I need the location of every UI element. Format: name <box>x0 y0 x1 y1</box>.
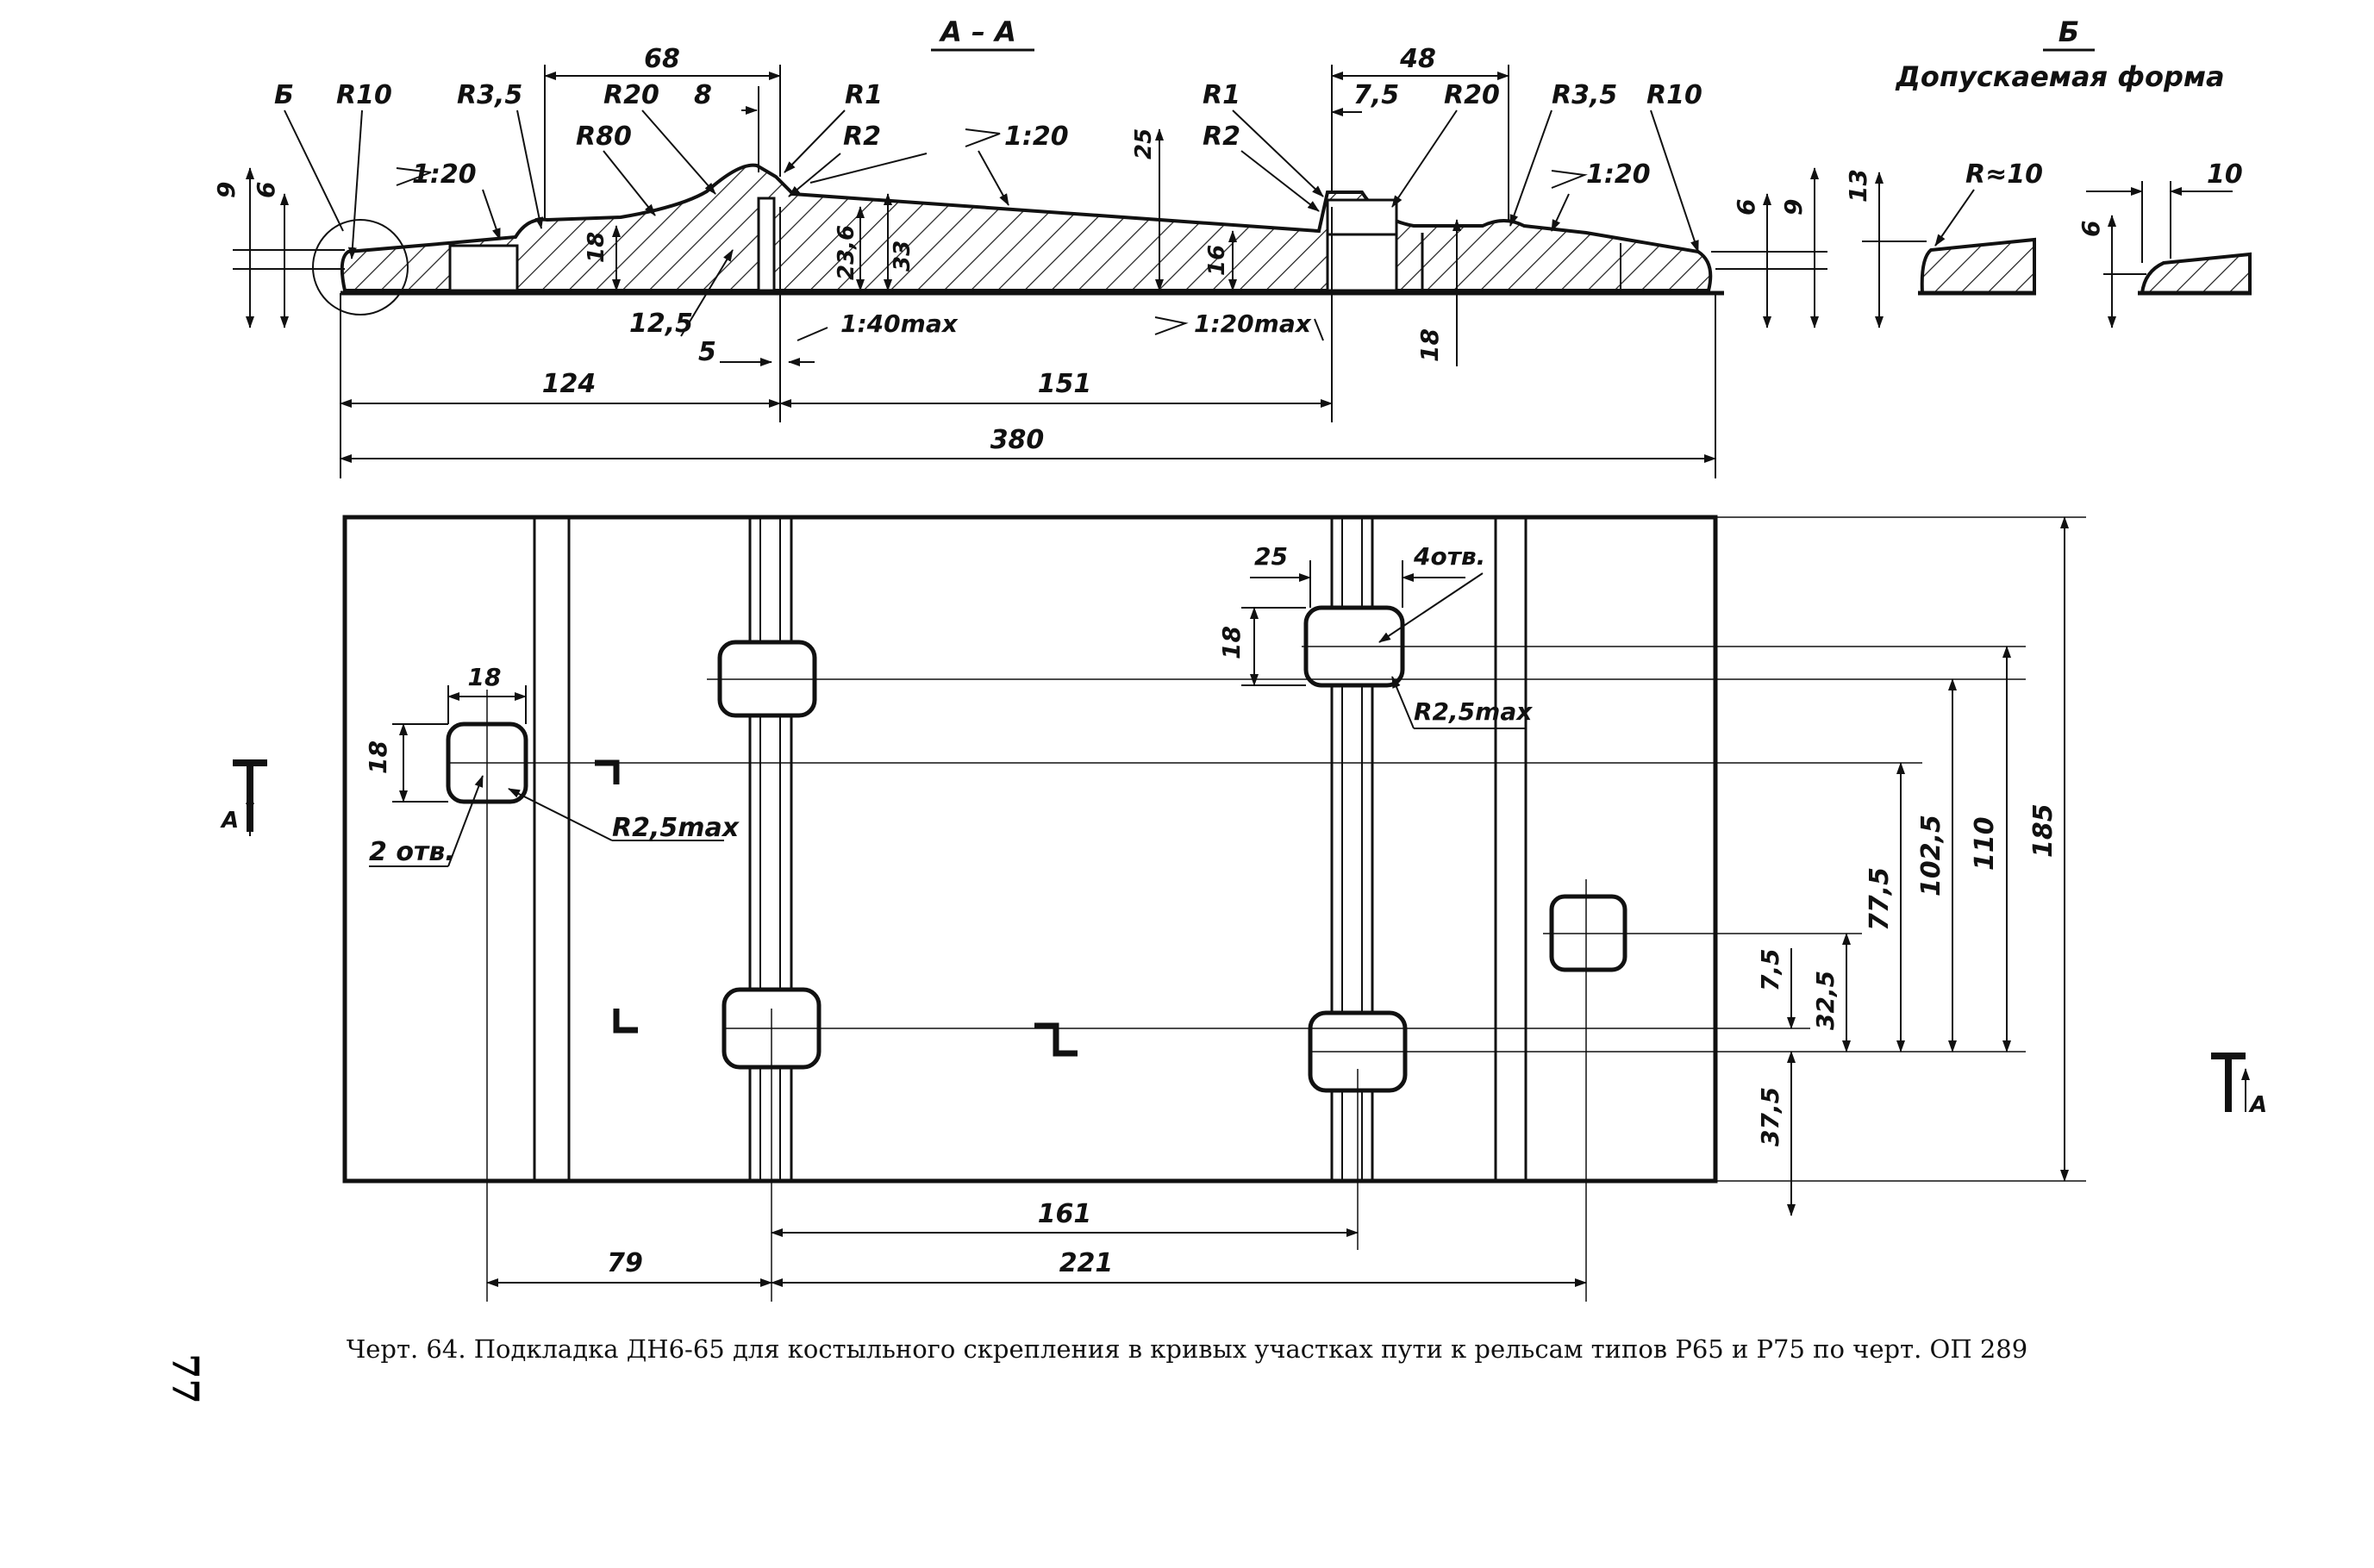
dim-25-plan: 25 <box>1254 542 1288 571</box>
label-r1-left: R1 <box>845 80 883 110</box>
dim-18-inner: 18 <box>584 232 609 263</box>
detail-b-d6: 6 <box>2077 221 2105 237</box>
label-2-holes: 2 отв. <box>369 837 455 867</box>
label-r80: R80 <box>576 122 632 152</box>
dim-18-w: 18 <box>468 663 502 691</box>
dim-185: 185 <box>2028 803 2059 858</box>
label-r2-right: R2 <box>1203 122 1240 152</box>
dim-18-right: 18 <box>1217 626 1246 659</box>
mark-left-top <box>595 759 620 784</box>
dim-9-right: 9 <box>1779 199 1808 216</box>
label-slope-top: 1:20 <box>1004 122 1069 152</box>
section-gap-2 <box>757 197 776 292</box>
dim-161: 161 <box>1038 1199 1092 1229</box>
label-slope-right: 1:20 <box>1586 159 1651 190</box>
label-r1-right: R1 <box>1203 80 1240 110</box>
label-slope-left: 1:20 <box>412 159 477 190</box>
dim-18-right: 18 <box>1415 328 1444 362</box>
dim-75-sec: 7,5 <box>1353 80 1399 110</box>
dim-48: 48 <box>1399 44 1436 74</box>
label-r25-left: R2,5max <box>612 813 740 843</box>
dim-125: 12,5 <box>629 309 693 339</box>
dim-33: 33 <box>890 241 915 272</box>
dim-221: 221 <box>1059 1248 1114 1278</box>
dim-79: 79 <box>607 1248 643 1278</box>
detail-b-d10: 10 <box>2207 159 2243 190</box>
section-marker-right <box>2211 1053 2246 1112</box>
label-4-holes: 4отв. <box>1413 542 1485 571</box>
dim-16: 16 <box>1204 245 1230 276</box>
dim-1025: 102,5 <box>1916 815 1946 896</box>
label-r10-right: R10 <box>1646 80 1702 110</box>
detail-b-d13: 13 <box>1844 169 1872 203</box>
dim-75-plan: 7,5 <box>1756 948 1784 991</box>
dim-236: 23,6 <box>834 225 859 280</box>
dim-124: 124 <box>542 369 597 399</box>
label-r10-left: R10 <box>336 80 392 110</box>
detail-b: Б Допускаемая форма R≈10 13 6 10 <box>1844 16 2252 328</box>
detail-b-r10: R≈10 <box>1965 159 2043 190</box>
page-number: 77 <box>164 1353 207 1404</box>
dim-6-right: 6 <box>1732 199 1760 216</box>
dim-380: 380 <box>990 425 1045 455</box>
dim-68: 68 <box>644 44 680 74</box>
plate-outline <box>342 515 1718 1184</box>
section-aa: А – А 124 151 380 68 48 <box>212 16 1827 478</box>
label-r35-left: R3,5 <box>457 80 522 110</box>
label-r2-left: R2 <box>843 122 881 152</box>
detail-b-circle <box>312 219 409 315</box>
dim-110: 110 <box>1970 816 2000 871</box>
mark-center <box>1034 1022 1078 1057</box>
label-8: 8 <box>694 80 712 110</box>
plan-view: 18 18 2 отв. R2,5max 25 4отв. 18 R2,5max… <box>220 515 2267 1302</box>
slope-40max: 1:40max <box>840 309 959 338</box>
dim-5: 5 <box>698 337 716 367</box>
label-r20-right: R20 <box>1444 80 1500 110</box>
dim-325: 32,5 <box>1811 971 1840 1030</box>
detail-b-subtitle: Допускаемая форма <box>1895 60 2224 93</box>
dim-151: 151 <box>1038 369 1092 399</box>
section-profile <box>340 163 1713 292</box>
section-gap-4 <box>1326 233 1398 292</box>
section-gap-1 <box>448 244 519 292</box>
dim-25-sec: 25 <box>1131 128 1157 159</box>
label-r20-left: R20 <box>603 80 659 110</box>
slope-20max: 1:20max <box>1194 309 1312 338</box>
detail-b-shape-2 <box>2140 252 2252 295</box>
dim-18-h: 18 <box>364 740 392 774</box>
detail-b-shape-1 <box>1920 237 2036 295</box>
mark-left-bottom <box>613 1009 638 1034</box>
dim-6-left: 6 <box>252 182 280 198</box>
dim-9-left: 9 <box>212 182 241 198</box>
label-b: Б <box>274 80 294 110</box>
section-aa-title: А – А <box>938 16 1016 48</box>
label-r25-right: R2,5max <box>1414 697 1533 726</box>
section-marker-left-label: А <box>220 808 239 834</box>
dim-775: 77,5 <box>1865 867 1895 931</box>
dim-375: 37,5 <box>1756 1087 1784 1146</box>
section-marker-right-label: А <box>2248 1092 2267 1118</box>
label-r35-right: R3,5 <box>1552 80 1617 110</box>
detail-b-title: Б <box>2059 16 2079 48</box>
figure-caption: Черт. 64. Подкладка ДН6-65 для костыльно… <box>346 1334 2028 1364</box>
